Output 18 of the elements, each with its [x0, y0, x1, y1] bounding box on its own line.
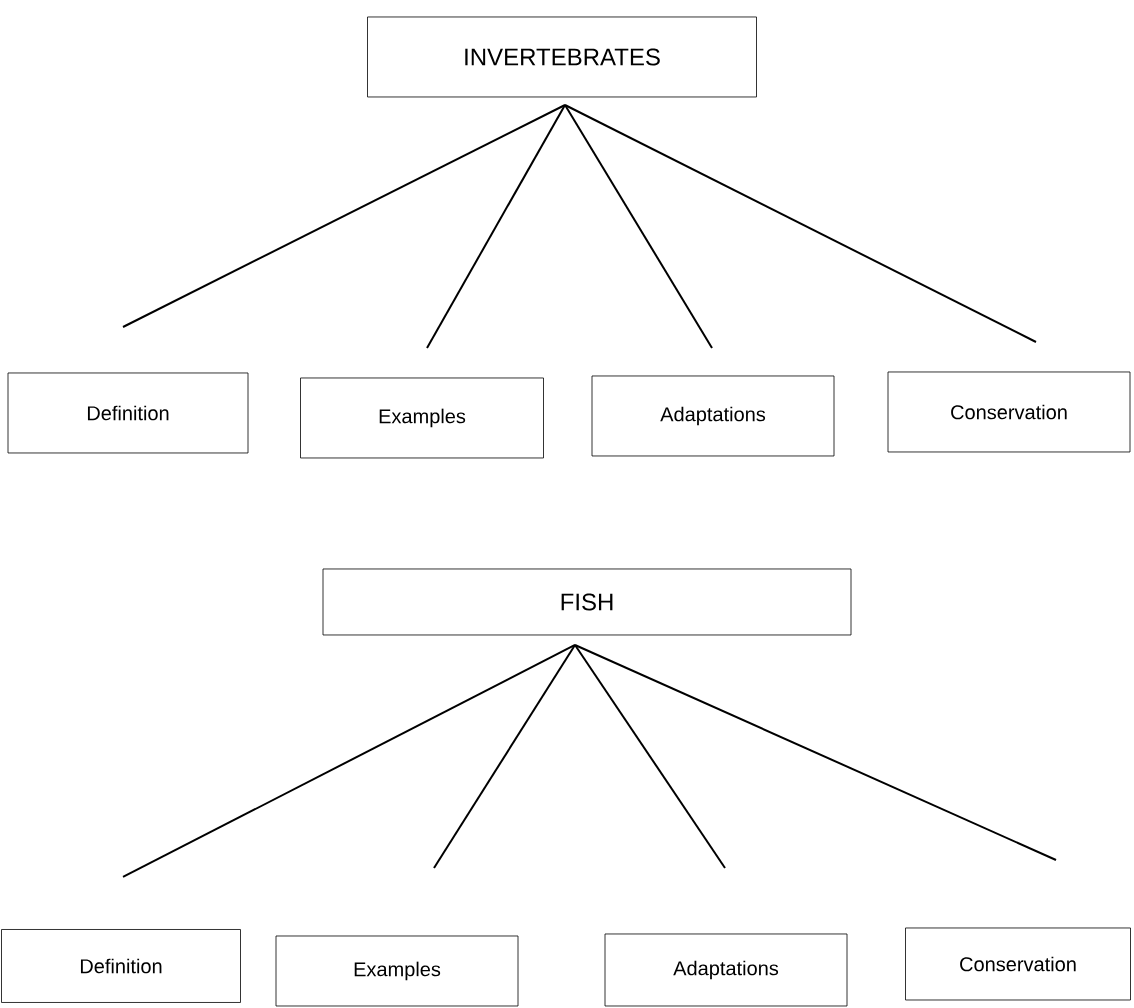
connector-line: [564, 104, 1037, 343]
topic-box: Adaptations: [591, 375, 835, 457]
topic-box: Definition: [1, 929, 241, 1003]
connector-line: [426, 104, 566, 349]
topic-box: Adaptations: [604, 933, 848, 1007]
connector-line: [574, 644, 1057, 861]
heading-box: FISH: [322, 568, 852, 636]
connector-line: [564, 104, 713, 349]
heading-box: INVERTEBRATES: [367, 16, 757, 98]
topic-box: Definition: [7, 372, 249, 454]
topic-box: Conservation: [887, 371, 1131, 453]
connector-line: [433, 644, 576, 869]
topic-box: Examples: [275, 935, 519, 1007]
connector-line: [122, 104, 566, 328]
connector-line: [574, 644, 726, 869]
connector-line: [122, 644, 576, 878]
topic-box: Conservation: [905, 927, 1131, 1001]
topic-box: Examples: [300, 377, 544, 459]
